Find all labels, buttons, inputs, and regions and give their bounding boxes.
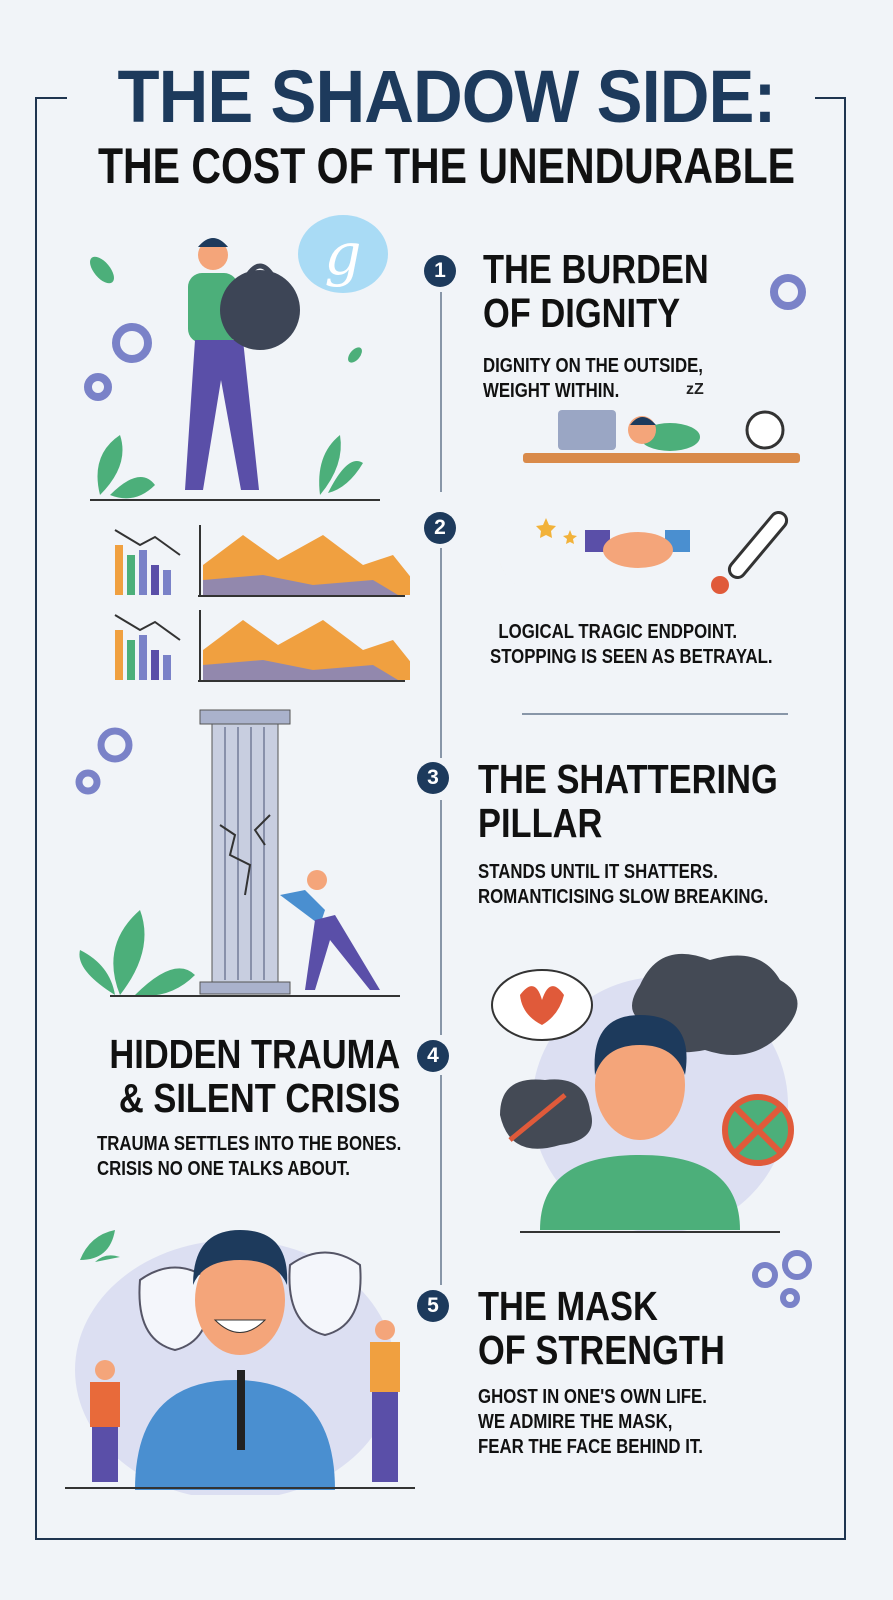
section-5-text: GHOST IN ONE'S OWN LIFE. WE ADMIRE THE M… [478, 1385, 707, 1460]
declining-charts-illustration [114, 525, 410, 682]
step-badge-5: 5 [417, 1290, 449, 1322]
section-5-heading: THE MASK OF STRENGTH [478, 1284, 725, 1372]
section-1-text: DIGNITY ON THE OUTSIDE, WEIGHT WITHIN. [483, 354, 703, 404]
section-2-icons [498, 510, 789, 594]
infographic-frame [35, 97, 846, 1540]
step-badge-1: 1 [424, 255, 456, 287]
heading-line: PILLAR [478, 800, 603, 846]
section-4-text: TRAUMA SETTLES INTO THE BONES. CRISIS NO… [97, 1132, 401, 1182]
text-line: STANDS UNTIL IT SHATTERS. [478, 861, 718, 883]
step-badge-2: 2 [424, 512, 456, 544]
text-line: WE ADMIRE THE MASK, [478, 1411, 673, 1433]
text-line: GHOST IN ONE'S OWN LIFE. [478, 1386, 707, 1408]
heading-line: & SILENT CRISIS [118, 1075, 400, 1121]
section-divider [522, 713, 788, 715]
handshake-icon [585, 530, 690, 568]
gears-icon [752, 1250, 812, 1308]
sleeping-at-desk-illustration [523, 274, 806, 463]
step-badge-3: 3 [417, 762, 449, 794]
text-line: CRISIS NO ONE TALKS ABOUT. [97, 1158, 350, 1180]
timeline-line [440, 292, 442, 492]
frame-corner-right [815, 97, 846, 99]
alarm-clock-icon [745, 410, 785, 450]
section-4-heading: HIDDEN TRAUMA & SILENT CRISIS [109, 1032, 400, 1120]
timeline-line [440, 1075, 442, 1285]
person-carrying-weight-illustration [84, 238, 380, 501]
text-line: DIGNITY ON THE OUTSIDE, [483, 355, 703, 377]
logo-badge: g [298, 215, 388, 293]
timeline-line [440, 548, 442, 758]
moon-stars-icon [498, 515, 577, 592]
timeline-line [440, 800, 442, 1035]
text-line: STOPPING IS SEEN AS BETRAYAL. [490, 646, 773, 668]
sleep-zz: zZ [686, 381, 704, 398]
thermometer-icon [711, 510, 789, 594]
heading-line: THE SHATTERING [478, 756, 778, 802]
text-line: FEAR THE FACE BEHIND IT. [478, 1436, 703, 1458]
heading-line: THE BURDEN [483, 246, 709, 292]
subtitle: THE COST OF THE UNENDURABLE [97, 138, 795, 194]
heading-line: OF STRENGTH [478, 1327, 725, 1373]
text-line: ROMANTICISING SLOW BREAKING. [478, 886, 769, 908]
broken-heart-icon [520, 986, 564, 1025]
text-line: TRAUMA SETTLES INTO THE BONES. [97, 1133, 402, 1155]
section-3-text: STANDS UNTIL IT SHATTERS. ROMANTICISING … [478, 860, 768, 910]
smiling-mask [138, 1266, 212, 1352]
gear-icon [770, 274, 806, 310]
section-2-text: LOGICAL TRAGIC ENDPOINT. STOPPING IS SEE… [490, 620, 773, 670]
shattering-pillar-illustration [75, 709, 400, 997]
sad-mask [288, 1251, 362, 1337]
section-1-heading: THE BURDEN OF DIGNITY [483, 247, 709, 335]
step-badge-4: 4 [417, 1040, 449, 1072]
heading-line: HIDDEN TRAUMA [109, 1031, 400, 1077]
heading-line: THE MASK [478, 1283, 658, 1329]
mask-of-strength-illustration [65, 1230, 415, 1495]
main-title: THE SHADOW SIDE: [117, 55, 776, 138]
text-line: LOGICAL TRAGIC ENDPOINT. [498, 621, 738, 643]
section-3-heading: THE SHATTERING PILLAR [478, 757, 778, 845]
heading-line: OF DIGNITY [483, 290, 681, 336]
text-line: WEIGHT WITHIN. [483, 380, 620, 402]
frame-corner-left [35, 97, 67, 99]
hidden-trauma-illustration [491, 953, 798, 1233]
